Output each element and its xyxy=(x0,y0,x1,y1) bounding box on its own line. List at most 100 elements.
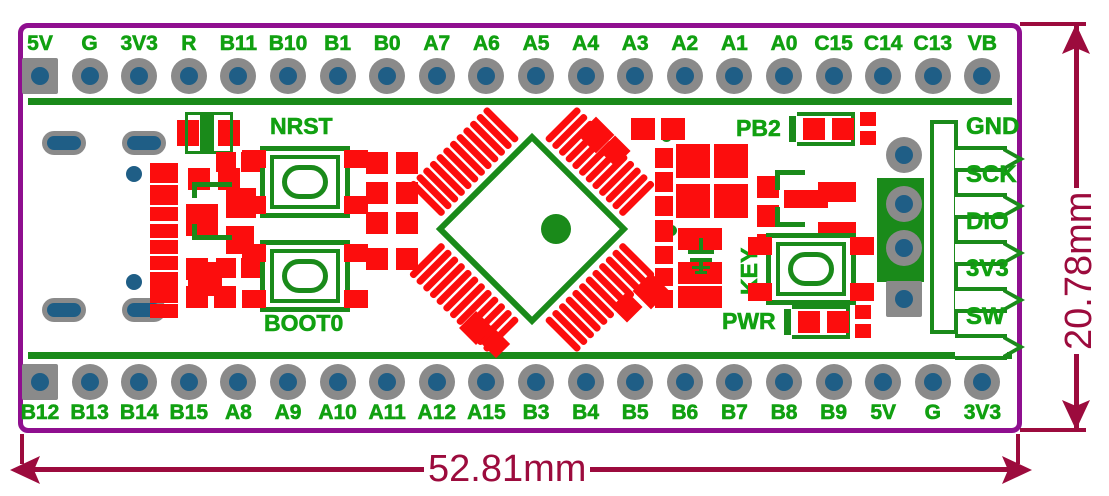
crystal-outline-silk-left xyxy=(185,112,188,154)
bottom-pin-label-a8: A8 xyxy=(224,401,252,424)
ic-mark-top-v xyxy=(775,170,780,190)
bottom-pin-pad-b9 xyxy=(815,364,852,400)
nrst-button[interactable] xyxy=(242,146,368,218)
bottom-pin-pad-a11 xyxy=(369,364,406,400)
bottom-pin-label-b3: B3 xyxy=(522,401,550,424)
bottom-pin-label-b5: B5 xyxy=(621,401,649,424)
pwr-label: PWR xyxy=(722,308,776,334)
boot0-label: BOOT0 xyxy=(264,310,344,336)
smd-pad xyxy=(366,212,388,234)
top-pin-pad-r xyxy=(170,58,207,94)
bottom-pin-pad-b15 xyxy=(170,364,207,400)
swd-pad-2 xyxy=(886,186,922,222)
bottom-pin-pad-b13 xyxy=(71,364,108,400)
pb2-led-pad-left xyxy=(803,118,825,140)
key-pad-br xyxy=(850,283,874,301)
bottom-pin-label-5v: 5V xyxy=(870,401,897,424)
bottom-pin-label-a12: A12 xyxy=(417,401,457,424)
smd-pad xyxy=(655,148,673,168)
smd-pad xyxy=(366,152,388,174)
smd-pad xyxy=(655,290,673,308)
via-lower-left xyxy=(126,274,142,290)
top-pin-pad-b10 xyxy=(270,58,306,94)
bottom-pin-pad-b3 xyxy=(518,364,554,400)
top-pin-pad-c13 xyxy=(914,58,951,94)
mcu-pin1-dot xyxy=(541,214,571,244)
mounting-pad-bottom-left xyxy=(42,298,86,322)
top-pin-label-b11: B11 xyxy=(219,32,258,55)
nrst-pad-bl xyxy=(242,196,266,214)
smd-pad xyxy=(784,190,828,208)
smd-pad xyxy=(714,184,748,218)
smd-pad xyxy=(216,258,236,278)
bottom-pin-label-b4: B4 xyxy=(572,401,600,424)
key-button[interactable] xyxy=(748,233,874,305)
swd-signal-label-sw: SW xyxy=(966,303,1005,330)
swd-arrow-shaft xyxy=(955,193,1007,219)
top-pin-pad-g xyxy=(71,58,108,94)
smd-pad xyxy=(655,196,673,216)
swd-arrow-head xyxy=(1003,194,1025,218)
bottom-pin-pad-b4 xyxy=(567,364,604,400)
swd-arrow-3v3 xyxy=(955,287,1027,313)
crystal-outline-silk-right xyxy=(230,112,233,154)
bottom-pin-label-a9: A9 xyxy=(274,401,302,424)
usb-finger-pad xyxy=(150,163,178,183)
swd-arrow-shaft xyxy=(955,334,1007,360)
usb-finger-pad xyxy=(150,283,178,303)
nrst-label: NRST xyxy=(270,113,333,139)
top-pin-label-r: R xyxy=(181,32,197,55)
nrst-pad-tl xyxy=(242,150,266,168)
top-pin-pad-c14 xyxy=(865,58,902,94)
smd-pad xyxy=(216,152,236,172)
pwr-res-pad-top xyxy=(855,305,871,319)
cap-symbol-bar-2 xyxy=(695,271,707,274)
bottom-pin-label-b15: B15 xyxy=(169,401,209,424)
usb-finger-pad xyxy=(150,240,178,254)
top-pin-pad-c15 xyxy=(815,58,852,94)
nrst-button-cap xyxy=(282,165,328,199)
bottom-pin-pad-b12 xyxy=(22,364,58,400)
mcu-chip xyxy=(408,105,656,353)
top-pin-label-b10: B10 xyxy=(268,32,308,55)
dim-width-arrow-left xyxy=(10,456,40,484)
bottom-pin-pad-b7 xyxy=(716,364,753,400)
smd-pad xyxy=(186,286,208,308)
boot0-button[interactable] xyxy=(242,240,368,312)
cap-symbol-bar-1 xyxy=(692,266,710,269)
dim-height-arrow-top xyxy=(1062,24,1090,54)
top-pin-pad-3v3 xyxy=(121,58,158,94)
smd-pad xyxy=(366,182,388,204)
dim-height-extension-top xyxy=(1020,22,1086,26)
smd-pad xyxy=(676,184,710,218)
smd-pad xyxy=(714,144,748,178)
swd-pad-4 xyxy=(886,281,922,317)
bottom-pin-label-a10: A10 xyxy=(318,401,357,424)
bottom-pin-pad-b8 xyxy=(766,364,802,400)
bottom-pin-label-a11: A11 xyxy=(368,401,406,424)
dim-height-extension-bottom xyxy=(1020,428,1086,432)
mounting-pad-top-right xyxy=(122,131,166,155)
mcu-body-outline xyxy=(435,132,629,326)
pb2-res-pad-bot xyxy=(860,131,876,145)
smd-pad xyxy=(366,248,388,270)
smd-pad xyxy=(818,182,856,202)
smd-pad xyxy=(396,212,418,234)
boot0-pad-tr xyxy=(344,244,368,262)
swd-arrow-head xyxy=(1003,288,1025,312)
smd-pad xyxy=(631,118,655,140)
crystal-pad-right xyxy=(218,120,240,146)
bottom-pin-pad-b14 xyxy=(121,364,158,400)
bottom-pin-pad-b6 xyxy=(666,364,703,400)
top-pin-pad-a5 xyxy=(518,58,554,94)
polarity-mark-b-h xyxy=(192,235,232,240)
bottom-pin-label-b7: B7 xyxy=(720,401,748,424)
usb-finger-pad xyxy=(150,256,178,270)
swd-pad-3 xyxy=(886,230,922,266)
bottom-pin-label-b9: B9 xyxy=(820,401,848,424)
top-pin-label-g: G xyxy=(81,32,98,55)
smd-pad xyxy=(757,205,779,227)
bottom-pin-pad-a15 xyxy=(468,364,505,400)
top-pin-pad-b1 xyxy=(319,58,356,94)
usb-finger-pad xyxy=(150,207,178,221)
